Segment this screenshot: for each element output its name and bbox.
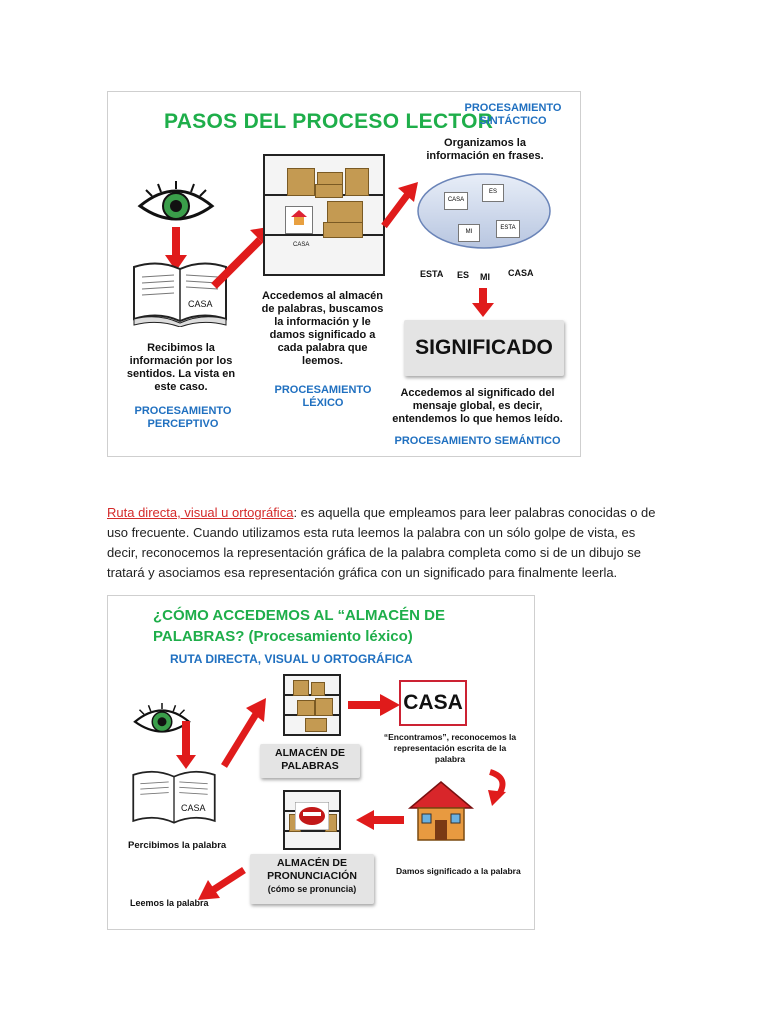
damos-label: Damos significado a la palabra (396, 866, 521, 876)
casa-word-box: CASA (399, 680, 467, 726)
eye-icon (137, 181, 215, 221)
shelf-word: CASA (293, 242, 310, 248)
sintactico-label: PROCESAMIENTO SINTÁCTICO (464, 102, 562, 127)
mouth-icon (295, 802, 329, 830)
semantico-desc: Accedemos al significado del mensaje glo… (392, 387, 563, 425)
almacen-pronunciacion-box: ALMACÉN DE PRONUNCIACIÓN (cómo se pronun… (250, 854, 374, 904)
arrow-right-icon (348, 694, 400, 716)
perceptivo-label: PROCESAMIENTO PERCEPTIVO (134, 405, 232, 430)
figure-almacen-palabras: ¿CÓMO ACCEDEMOS AL “ALMACÉN DE PALABRAS?… (107, 595, 535, 930)
figure-proceso-lector: PASOS DEL PROCESO LECTOR PROCESAMIENTO S… (107, 91, 581, 457)
figure-title: PASOS DEL PROCESO LECTOR (164, 110, 494, 133)
lexico-desc: Accedemos al almacén de palabras, buscam… (261, 290, 384, 367)
arrow-down-icon (165, 227, 187, 271)
shelf-icon: CASA (263, 154, 385, 276)
house-card (285, 206, 313, 234)
word-card: MI (458, 224, 480, 242)
figure2-title-line1: ¿CÓMO ACCEDEMOS AL “ALMACÉN DE (153, 607, 445, 624)
word-esta: ESTA (420, 269, 444, 279)
semantico-label: PROCESAMIENTO SEMÁNTICO (394, 435, 561, 447)
perceptivo-desc: Recibimos la información por los sentido… (126, 342, 236, 393)
book-icon (132, 770, 216, 824)
figure2-subtitle: RUTA DIRECTA, VISUAL U ORTOGRÁFICA (170, 652, 413, 666)
encontramos-text: “Encontramos”, reconocemos la representa… (383, 732, 517, 764)
arrow-up-right-icon (221, 698, 266, 768)
book-word: CASA (181, 803, 206, 813)
arrow-down-icon (176, 721, 196, 769)
arrow-up-right-icon (381, 182, 418, 229)
leemos-label: Leemos la palabra (130, 898, 209, 908)
word-card: ES (482, 184, 504, 202)
eye-icon (133, 703, 191, 733)
paragraph-body: : es aquella que empleamos para leer pal… (107, 505, 656, 580)
word-card: ESTA (496, 220, 520, 238)
paragraph-ruta-directa: Ruta directa, visual u ortográfica: es a… (107, 503, 667, 583)
ruta-directa-link[interactable]: Ruta directa, visual u ortográfica (107, 505, 294, 520)
shelf-icon (283, 674, 341, 736)
almacen-palabras-box: ALMACÉN DE PALABRAS (260, 744, 360, 778)
shelf-icon (283, 790, 341, 850)
significado-box: SIGNIFICADO (404, 320, 564, 376)
book-word: CASA (188, 299, 213, 309)
arrow-down-icon (472, 288, 494, 317)
house-icon (407, 781, 475, 841)
significado-text: SIGNIFICADO (415, 336, 553, 359)
percibimos-label: Percibimos la palabra (128, 840, 227, 851)
sintactico-desc: Organizamos la información en frases. (426, 137, 544, 162)
word-es: ES (457, 270, 470, 280)
word-mi: MI (480, 272, 490, 282)
curved-arrow-icon (488, 769, 506, 806)
word-casa: CASA (508, 268, 534, 278)
word-card: CASA (444, 192, 468, 210)
arrow-left-icon (356, 810, 404, 830)
lexico-label: PROCESAMIENTO LÉXICO (274, 384, 372, 409)
arrow-down-left-icon (198, 867, 246, 900)
figure2-title-line2: PALABRAS? (Procesamiento léxico) (153, 628, 413, 645)
